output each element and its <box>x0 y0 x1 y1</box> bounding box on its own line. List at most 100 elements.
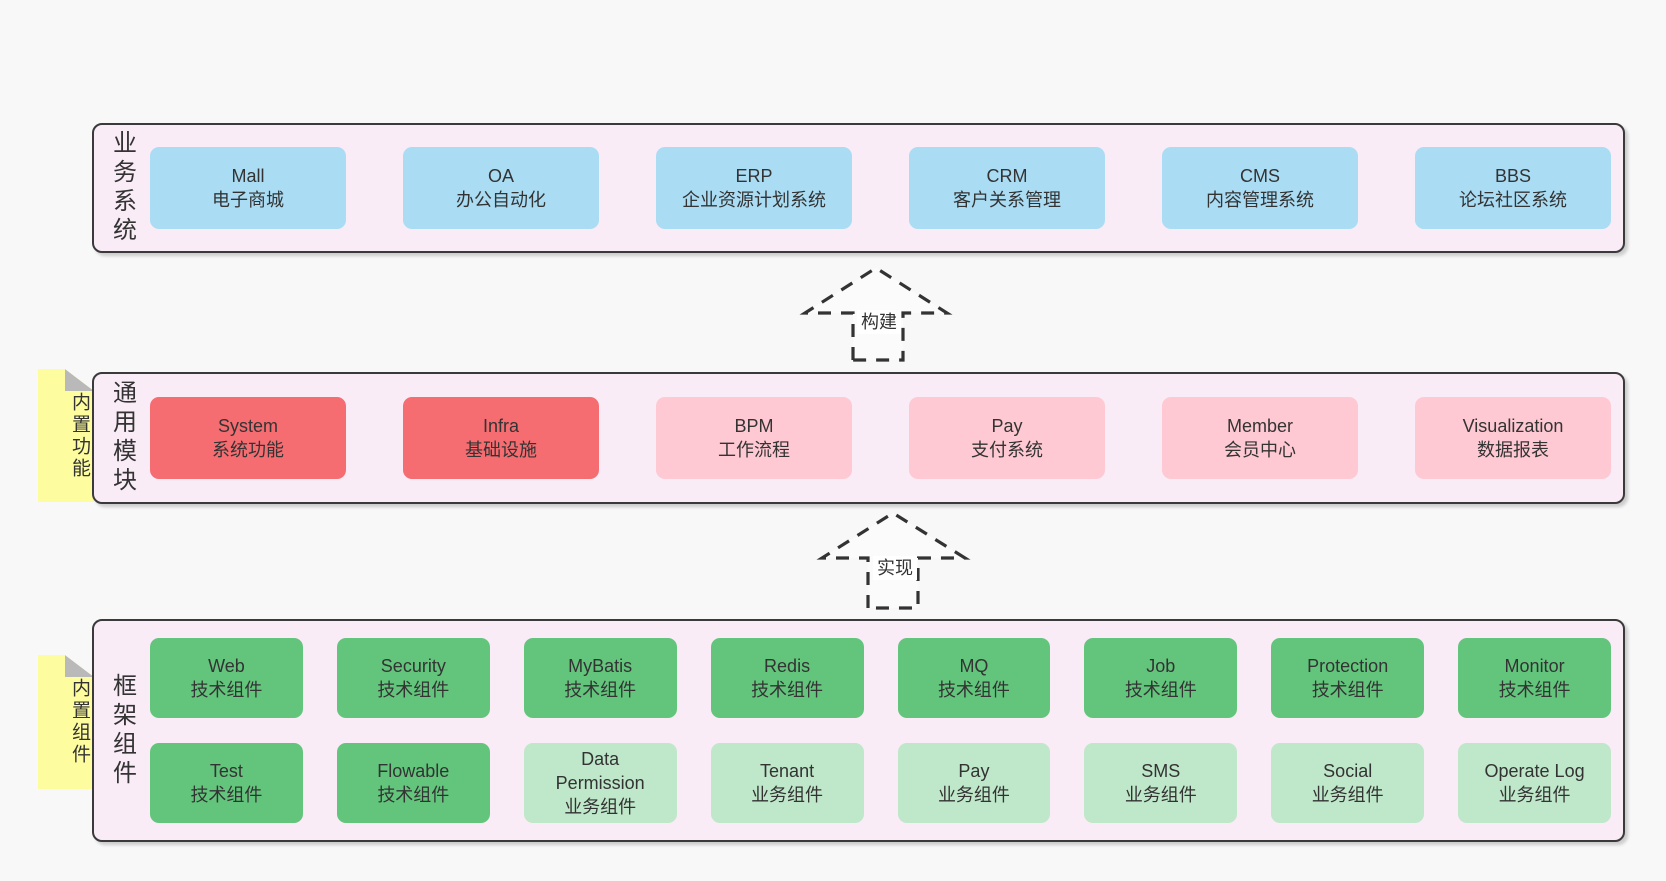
box-subtitle: 技术组件 <box>1124 680 1197 700</box>
box-name: Flowable <box>377 760 450 781</box>
box-name: BPM <box>734 415 774 436</box>
layer-framework-content: Web 技术组件 Security 技术组件 MyBatis 技术组件 Redi… <box>150 621 1623 840</box>
layer-framework-label: 框架组件 <box>108 672 136 789</box>
box-subtitle: 支付系统 <box>971 440 1043 460</box>
box-subtitle: 内容管理系统 <box>1206 190 1314 210</box>
box-member: Member 会员中心 <box>1162 397 1358 479</box>
box-name: Pay <box>991 415 1023 436</box>
box-name: Data Permission <box>555 748 645 793</box>
box-subtitle: 数据报表 <box>1477 440 1549 460</box>
box-subtitle: 技术组件 <box>1498 680 1571 700</box>
box-protection: Protection 技术组件 <box>1271 638 1425 718</box>
box-mq: MQ 技术组件 <box>897 638 1051 718</box>
box-operate-log: Operate Log 业务组件 <box>1458 743 1611 823</box>
box-name: BBS <box>1494 165 1532 186</box>
layer-business-content: Mall 电子商城 OA 办公自动化 ERP 企业资源计划系统 CRM 客户关系… <box>150 125 1623 251</box>
box-name: Social <box>1323 760 1373 781</box>
box-subtitle: 企业资源计划系统 <box>682 190 826 210</box>
box-subtitle: 电子商城 <box>212 190 284 210</box>
box-name: CMS <box>1240 165 1280 186</box>
box-subtitle: 系统功能 <box>212 440 284 460</box>
box-name: Redis <box>764 655 811 676</box>
box-oa: OA 办公自动化 <box>403 147 599 229</box>
box-subtitle: 技术组件 <box>190 680 263 700</box>
box-name: SMS <box>1141 760 1181 781</box>
box-name: Security <box>380 655 446 676</box>
box-name: Mall <box>231 165 265 186</box>
box-subtitle: 技术组件 <box>377 785 450 805</box>
box-crm: CRM 客户关系管理 <box>909 147 1105 229</box>
layer-framework-components: 框架组件 Web 技术组件 Security 技术组件 MyBatis 技术组件… <box>92 619 1625 842</box>
box-subtitle: 技术组件 <box>190 785 263 805</box>
box-web: Web 技术组件 <box>150 638 303 718</box>
framework-row-2: Test 技术组件 Flowable 技术组件 Data Permission … <box>150 743 1611 823</box>
box-subtitle: 客户关系管理 <box>953 190 1061 210</box>
box-subtitle: 业务组件 <box>1311 785 1384 805</box>
box-name: Tenant <box>760 760 815 781</box>
box-name: Visualization <box>1462 415 1564 436</box>
box-social: Social 业务组件 <box>1271 743 1425 823</box>
layer-common-modules: 通用模块 System 系统功能 Infra 基础设施 BPM 工作流程 Pay… <box>92 372 1625 504</box>
box-name: MQ <box>959 655 989 676</box>
box-subtitle: 业务组件 <box>751 785 824 805</box>
box-mybatis: MyBatis 技术组件 <box>523 638 677 718</box>
box-name: Monitor <box>1504 655 1565 676</box>
box-erp: ERP 企业资源计划系统 <box>656 147 852 229</box>
box-bpm: BPM 工作流程 <box>656 397 852 479</box>
box-name: MyBatis <box>568 655 633 676</box>
box-name: Operate Log <box>1484 760 1585 781</box>
box-subtitle: 论坛社区系统 <box>1459 190 1567 210</box>
box-subtitle: 办公自动化 <box>456 190 546 210</box>
sticky-note-text: 内置功能 <box>69 391 90 480</box>
box-name: ERP <box>735 165 773 186</box>
box-tenant: Tenant 业务组件 <box>710 743 864 823</box>
box-subtitle: 技术组件 <box>937 680 1010 700</box>
box-name: Job <box>1146 655 1176 676</box>
box-subtitle: 技术组件 <box>564 680 637 700</box>
box-subtitle: 技术组件 <box>751 680 824 700</box>
folded-corner-icon <box>65 369 94 391</box>
layer-modules-label: 通用模块 <box>108 380 136 496</box>
box-monitor: Monitor 技术组件 <box>1458 638 1611 718</box>
box-name: Test <box>209 760 243 781</box>
box-subtitle: 会员中心 <box>1224 440 1296 460</box>
box-subtitle: 技术组件 <box>1311 680 1384 700</box>
box-subtitle: 业务组件 <box>1124 785 1197 805</box>
sticky-note-built-in-features: 内置功能 <box>38 369 94 502</box>
box-name: Protection <box>1307 655 1389 676</box>
box-cms: CMS 内容管理系统 <box>1162 147 1358 229</box>
box-subtitle: 基础设施 <box>465 440 537 460</box>
folded-corner-icon <box>65 655 94 677</box>
sticky-note-text: 内置组件 <box>69 678 90 766</box>
box-mall: Mall 电子商城 <box>150 147 346 229</box>
box-subtitle: 业务组件 <box>937 785 1010 805</box>
implement-arrow-label: 实现 <box>873 556 917 580</box>
box-subtitle: 技术组件 <box>377 680 450 700</box>
box-pay-component: Pay 业务组件 <box>897 743 1051 823</box>
box-job: Job 技术组件 <box>1084 638 1238 718</box>
build-arrow-label: 构建 <box>857 310 901 334</box>
box-visualization: Visualization 数据报表 <box>1415 397 1611 479</box>
box-name: Web <box>208 655 245 676</box>
box-data-permission: Data Permission 业务组件 <box>523 743 677 823</box>
box-subtitle: 业务组件 <box>564 797 637 818</box>
layer-business-label: 业务系统 <box>108 130 136 246</box>
box-name: OA <box>487 165 514 186</box>
box-security: Security 技术组件 <box>336 638 490 718</box>
box-name: System <box>217 415 278 436</box>
layer-modules-content: System 系统功能 Infra 基础设施 BPM 工作流程 Pay 支付系统… <box>150 374 1623 502</box>
box-system: System 系统功能 <box>150 397 346 479</box>
box-subtitle: 业务组件 <box>1498 785 1571 805</box>
box-bbs: BBS 论坛社区系统 <box>1415 147 1611 229</box>
box-infra: Infra 基础设施 <box>403 397 599 479</box>
box-name: Infra <box>482 415 520 436</box>
box-redis: Redis 技术组件 <box>710 638 864 718</box>
box-test: Test 技术组件 <box>150 743 303 823</box>
layer-business-systems: 业务系统 Mall 电子商城 OA 办公自动化 ERP 企业资源计划系统 CRM… <box>92 123 1625 253</box>
box-pay-system: Pay 支付系统 <box>909 397 1105 479</box>
box-name: Pay <box>958 760 990 781</box>
sticky-note-built-in-components: 内置组件 <box>38 655 94 789</box>
box-sms: SMS 业务组件 <box>1084 743 1238 823</box>
box-name: Member <box>1226 415 1293 436</box>
